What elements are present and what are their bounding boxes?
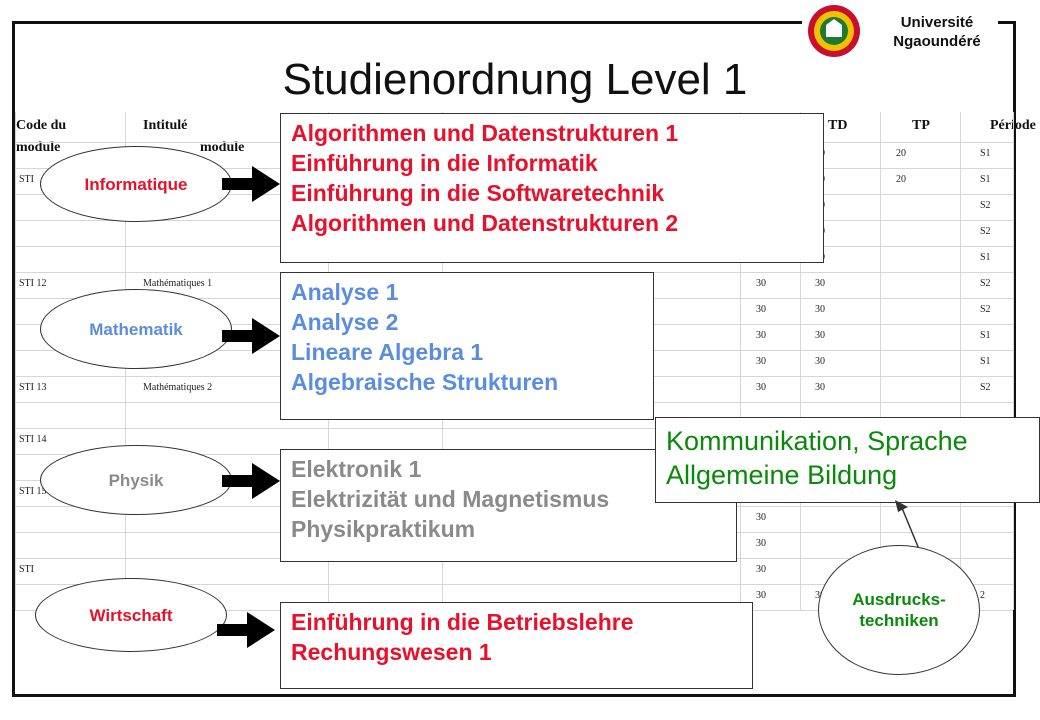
course-item: Einführung in die Betriebslehre bbox=[291, 609, 634, 635]
table-cell-cm: 30 bbox=[756, 330, 766, 341]
course-item: Analyse 2 bbox=[291, 309, 399, 335]
mathematik-oval: Mathematik bbox=[40, 289, 232, 369]
course-item: Einführung in die Softwaretechnik bbox=[291, 180, 665, 206]
table-cell-td: 30 bbox=[815, 304, 825, 315]
table-cell-periode: S1 bbox=[980, 356, 991, 367]
table-cell-intitule: Mathématiques 2 bbox=[143, 382, 213, 393]
course-item: Algorithmen und Datenstrukturen 1 bbox=[291, 120, 679, 146]
university-logo bbox=[808, 5, 860, 57]
table-cell-periode: S1 bbox=[980, 174, 991, 185]
header-td: TD bbox=[828, 118, 848, 133]
table-gridline bbox=[960, 112, 961, 610]
course-item: Elektrizität und Magnetismus bbox=[291, 486, 610, 512]
table-cell-cm: 30 bbox=[756, 356, 766, 367]
course-item: Elektronik 1 bbox=[291, 456, 422, 482]
ausdruckstechniken-oval: Ausdrucks- techniken bbox=[818, 545, 980, 675]
table-gridline bbox=[15, 428, 1013, 429]
table-gridline bbox=[800, 112, 801, 610]
table-cell-code: STI bbox=[19, 174, 34, 185]
wirtschaft-courses-box: Einführung in die Betriebslehre Rechungs… bbox=[280, 602, 753, 689]
table-cell-cm: 30 bbox=[756, 538, 766, 549]
table-cell-td: 30 bbox=[815, 382, 825, 393]
table-cell-cm: 30 bbox=[756, 512, 766, 523]
course-item: Physikpraktikum bbox=[291, 516, 476, 542]
table-cell-td: 30 bbox=[815, 330, 825, 341]
table-cell-intitule: Mathématiques 1 bbox=[143, 278, 213, 289]
table-cell-cm: 30 bbox=[756, 590, 766, 601]
header-intitule: Intitulé bbox=[143, 118, 188, 133]
frame-top-left bbox=[12, 21, 802, 24]
table-cell-code: STI bbox=[19, 564, 34, 575]
course-item: Lineare Algebra 1 bbox=[291, 339, 484, 365]
table-gridline bbox=[880, 112, 881, 610]
table-gridline bbox=[740, 112, 741, 610]
table-cell-td: 30 bbox=[815, 356, 825, 367]
course-item: Algebraische Strukturen bbox=[291, 369, 559, 395]
table-gridline bbox=[1013, 112, 1014, 610]
table-cell-tp: 20 bbox=[896, 174, 906, 185]
arrow-right-icon bbox=[222, 318, 280, 354]
slide-title: Studienordnung Level 1 bbox=[282, 55, 748, 104]
frame-bottom bbox=[12, 694, 1016, 697]
kommunikation-box: Kommunikation, Sprache Allgemeine Bildun… bbox=[655, 417, 1040, 503]
table-cell-periode: S2 bbox=[980, 382, 991, 393]
course-item: Algorithmen und Datenstrukturen 2 bbox=[291, 210, 679, 236]
callout-line: Allgemeine Bildung bbox=[666, 460, 898, 490]
university-name: Université Ngaoundéré bbox=[872, 13, 1002, 51]
table-cell-cm: 30 bbox=[756, 382, 766, 393]
informatique-label: Informatique bbox=[84, 174, 188, 194]
table-cell-cm: 30 bbox=[756, 304, 766, 315]
table-cell-periode: S2 bbox=[980, 278, 991, 289]
wirtschaft-label: Wirtschaft bbox=[89, 605, 173, 625]
table-cell-periode: S2 bbox=[980, 304, 991, 315]
mathematik-courses-box: Analyse 1 Analyse 2 Lineare Algebra 1 Al… bbox=[280, 272, 654, 420]
table-cell-cm: 30 bbox=[756, 278, 766, 289]
table-cell-td: 30 bbox=[815, 278, 825, 289]
ausdrucks-label-line2: techniken bbox=[859, 611, 939, 630]
frame-left bbox=[12, 21, 15, 697]
wirtschaft-oval: Wirtschaft bbox=[35, 578, 227, 652]
table-cell-code: STI 14 bbox=[19, 434, 47, 445]
header-tp: TP bbox=[912, 118, 930, 133]
table-cell-code: STI 13 bbox=[19, 382, 47, 393]
university-name-line1: Université bbox=[900, 14, 974, 31]
header-intitule: module bbox=[200, 140, 245, 155]
header-code: Code du bbox=[16, 118, 67, 133]
table-cell-cm: 30 bbox=[756, 564, 766, 575]
header-code: module bbox=[16, 140, 61, 155]
arrow-right-icon bbox=[222, 166, 280, 202]
table-cell-code: STI 15 bbox=[19, 486, 47, 497]
arrow-right-icon bbox=[222, 463, 280, 499]
table-cell-code: STI 12 bbox=[19, 278, 47, 289]
course-item: Einführung in die Informatik bbox=[291, 150, 598, 176]
table-gridline bbox=[15, 112, 16, 610]
mathematik-label: Mathematik bbox=[89, 319, 183, 339]
physik-oval: Physik bbox=[40, 445, 232, 515]
table-cell-periode: 2 bbox=[980, 590, 985, 601]
table-cell-tp: 20 bbox=[896, 148, 906, 159]
course-item: Analyse 1 bbox=[291, 279, 399, 305]
course-item: Rechungswesen 1 bbox=[291, 639, 492, 665]
ausdrucks-label-line1: Ausdrucks- bbox=[852, 590, 946, 609]
physik-label: Physik bbox=[108, 470, 164, 490]
frame-right bbox=[1013, 21, 1016, 697]
arrow-right-icon bbox=[217, 612, 275, 648]
table-cell-periode: S2 bbox=[980, 226, 991, 237]
callout-line: Kommunikation, Sprache bbox=[666, 426, 968, 456]
frame-top-right bbox=[998, 21, 1016, 24]
table-gridline bbox=[15, 584, 1013, 585]
informatique-courses-box: Algorithmen und Datenstrukturen 1 Einfüh… bbox=[280, 113, 824, 263]
table-cell-periode: S1 bbox=[980, 148, 991, 159]
table-cell-periode: S2 bbox=[980, 200, 991, 211]
table-cell-periode: S1 bbox=[980, 252, 991, 263]
header-periode: Période bbox=[990, 118, 1036, 134]
table-cell-periode: S1 bbox=[980, 330, 991, 341]
informatique-oval: Informatique bbox=[40, 146, 232, 222]
university-name-line2: Ngaoundéré bbox=[893, 33, 981, 50]
